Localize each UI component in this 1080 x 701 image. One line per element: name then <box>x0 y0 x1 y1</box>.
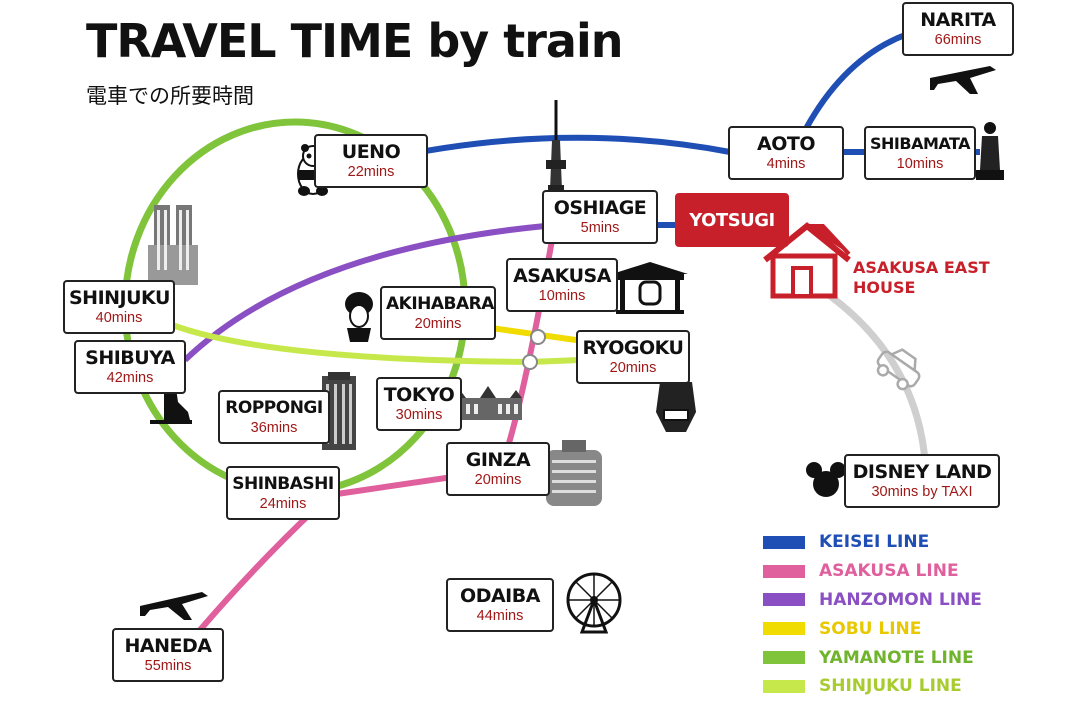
legend-swatch <box>763 651 805 665</box>
legend-swatch <box>763 564 805 578</box>
station-time: 42mins <box>106 370 154 386</box>
taxi-route <box>819 287 929 461</box>
station-aoto: AOTO 4mins <box>728 126 844 180</box>
station-time: 20mins <box>474 472 522 488</box>
legend-label: KEISEI LINE <box>819 532 930 553</box>
station-time: 24mins <box>259 496 307 512</box>
airplane-icon <box>140 592 208 620</box>
station-time: 40mins <box>95 310 143 326</box>
station-name: SHINJUKU <box>69 287 170 309</box>
station-time: 22mins <box>347 164 395 180</box>
airplane-icon <box>930 66 996 94</box>
station-name: AOTO <box>757 133 815 155</box>
keisei-line <box>379 32 980 163</box>
legend-item: KEISEI LINE <box>763 528 982 557</box>
station-tokyo: TOKYO 30mins <box>376 377 462 431</box>
station-time: 36mins <box>250 420 298 436</box>
legend-item: HANZOMON LINE <box>763 586 982 615</box>
geisha-icon <box>345 292 373 342</box>
ferris-wheel-icon <box>566 572 622 634</box>
house-label-line2: HOUSE <box>853 278 916 297</box>
station-oshiage: OSHIAGE 5mins <box>542 190 658 244</box>
station-name: ODAIBA <box>460 585 540 607</box>
station-name: ROPPONGI <box>225 398 323 418</box>
station-time: 55mins <box>144 658 192 674</box>
junction-marker <box>522 354 538 370</box>
station-akihabara: AKIHABARA 20mins <box>380 286 496 340</box>
station-yotsugi: YOTSUGI <box>675 193 789 247</box>
hanzomon-line <box>182 223 546 363</box>
station-haneda: HANEDA 55mins <box>112 628 224 682</box>
station-time: 4mins <box>766 156 806 172</box>
station-name: SHIBAMATA <box>870 134 971 153</box>
legend-label: ASAKUSA LINE <box>819 561 959 582</box>
station-time: 20mins <box>414 316 462 332</box>
legend-label: HANZOMON LINE <box>819 589 982 610</box>
legend-item: SOBU LINE <box>763 614 982 643</box>
station-name: SHINBASHI <box>232 474 334 494</box>
station-roppongi: ROPPONGI 36mins <box>218 390 330 444</box>
legend-swatch <box>763 535 805 549</box>
tokyo-station-icon <box>454 386 522 420</box>
line-legend: KEISEI LINE ASAKUSA LINE HANZOMON LINE S… <box>763 528 982 701</box>
station-name: NARITA <box>920 9 996 31</box>
legend-item: ASAKUSA LINE <box>763 557 982 586</box>
shinjuku-line <box>158 317 581 366</box>
statue-icon <box>976 122 1004 180</box>
station-name: DISNEY LAND <box>852 461 992 483</box>
station-time: 66mins <box>934 32 982 48</box>
legend-swatch <box>763 593 805 607</box>
ginza-building-icon <box>546 440 602 506</box>
station-ueno: UENO 22mins <box>314 134 428 188</box>
station-ginza: GINZA 20mins <box>446 442 550 496</box>
station-time: 10mins <box>896 156 944 172</box>
house-label: ASAKUSA EAST HOUSE <box>853 258 990 298</box>
station-name: OSHIAGE <box>553 197 647 219</box>
page-title: TRAVEL TIME by train <box>86 14 623 68</box>
station-name: GINZA <box>465 449 531 471</box>
house-icon <box>763 222 851 299</box>
station-name: AKIHABARA <box>386 294 494 314</box>
station-name: TOKYO <box>383 384 455 406</box>
station-time: 30mins <box>395 407 443 423</box>
taxi-icon <box>876 348 921 391</box>
station-odaiba: ODAIBA 44mins <box>446 578 554 632</box>
page-subtitle: 電車での所要時間 <box>86 84 254 108</box>
station-shibamata: SHIBAMATA 10mins <box>864 126 976 180</box>
legend-swatch <box>763 679 805 693</box>
junction-marker <box>530 329 546 345</box>
station-narita: NARITA 66mins <box>902 2 1014 56</box>
station-name: ASAKUSA <box>513 265 611 287</box>
legend-label: YAMANOTE LINE <box>819 647 974 668</box>
legend-item: YAMANOTE LINE <box>763 643 982 672</box>
legend-label: SHINJUKU LINE <box>819 676 962 697</box>
station-shinbashi: SHINBASHI 24mins <box>226 466 340 520</box>
station-name: RYOGOKU <box>582 337 684 359</box>
station-name: UENO <box>341 141 401 163</box>
station-shibuya: SHIBUYA 42mins <box>74 340 186 394</box>
mickey-icon <box>806 462 846 497</box>
station-disney-land: DISNEY LAND 30mins by TAXI <box>844 454 1000 508</box>
legend-label: SOBU LINE <box>819 618 922 639</box>
station-time: 10mins <box>538 288 586 304</box>
station-time: 20mins <box>609 360 657 376</box>
legend-swatch <box>763 622 805 636</box>
government-building-icon <box>148 205 198 285</box>
station-name: HANEDA <box>124 635 212 657</box>
kaminarimon-gate-icon <box>612 262 688 314</box>
house-label-line1: ASAKUSA EAST <box>853 258 990 277</box>
station-shinjuku: SHINJUKU 40mins <box>63 280 175 334</box>
station-ryogoku: RYOGOKU 20mins <box>576 330 690 384</box>
legend-item: SHINJUKU LINE <box>763 672 982 701</box>
station-name: SHIBUYA <box>85 347 175 369</box>
station-asakusa: ASAKUSA 10mins <box>506 258 618 312</box>
station-time: 30mins by TAXI <box>871 484 973 500</box>
station-time: 44mins <box>476 608 524 624</box>
station-time: 5mins <box>580 220 620 236</box>
